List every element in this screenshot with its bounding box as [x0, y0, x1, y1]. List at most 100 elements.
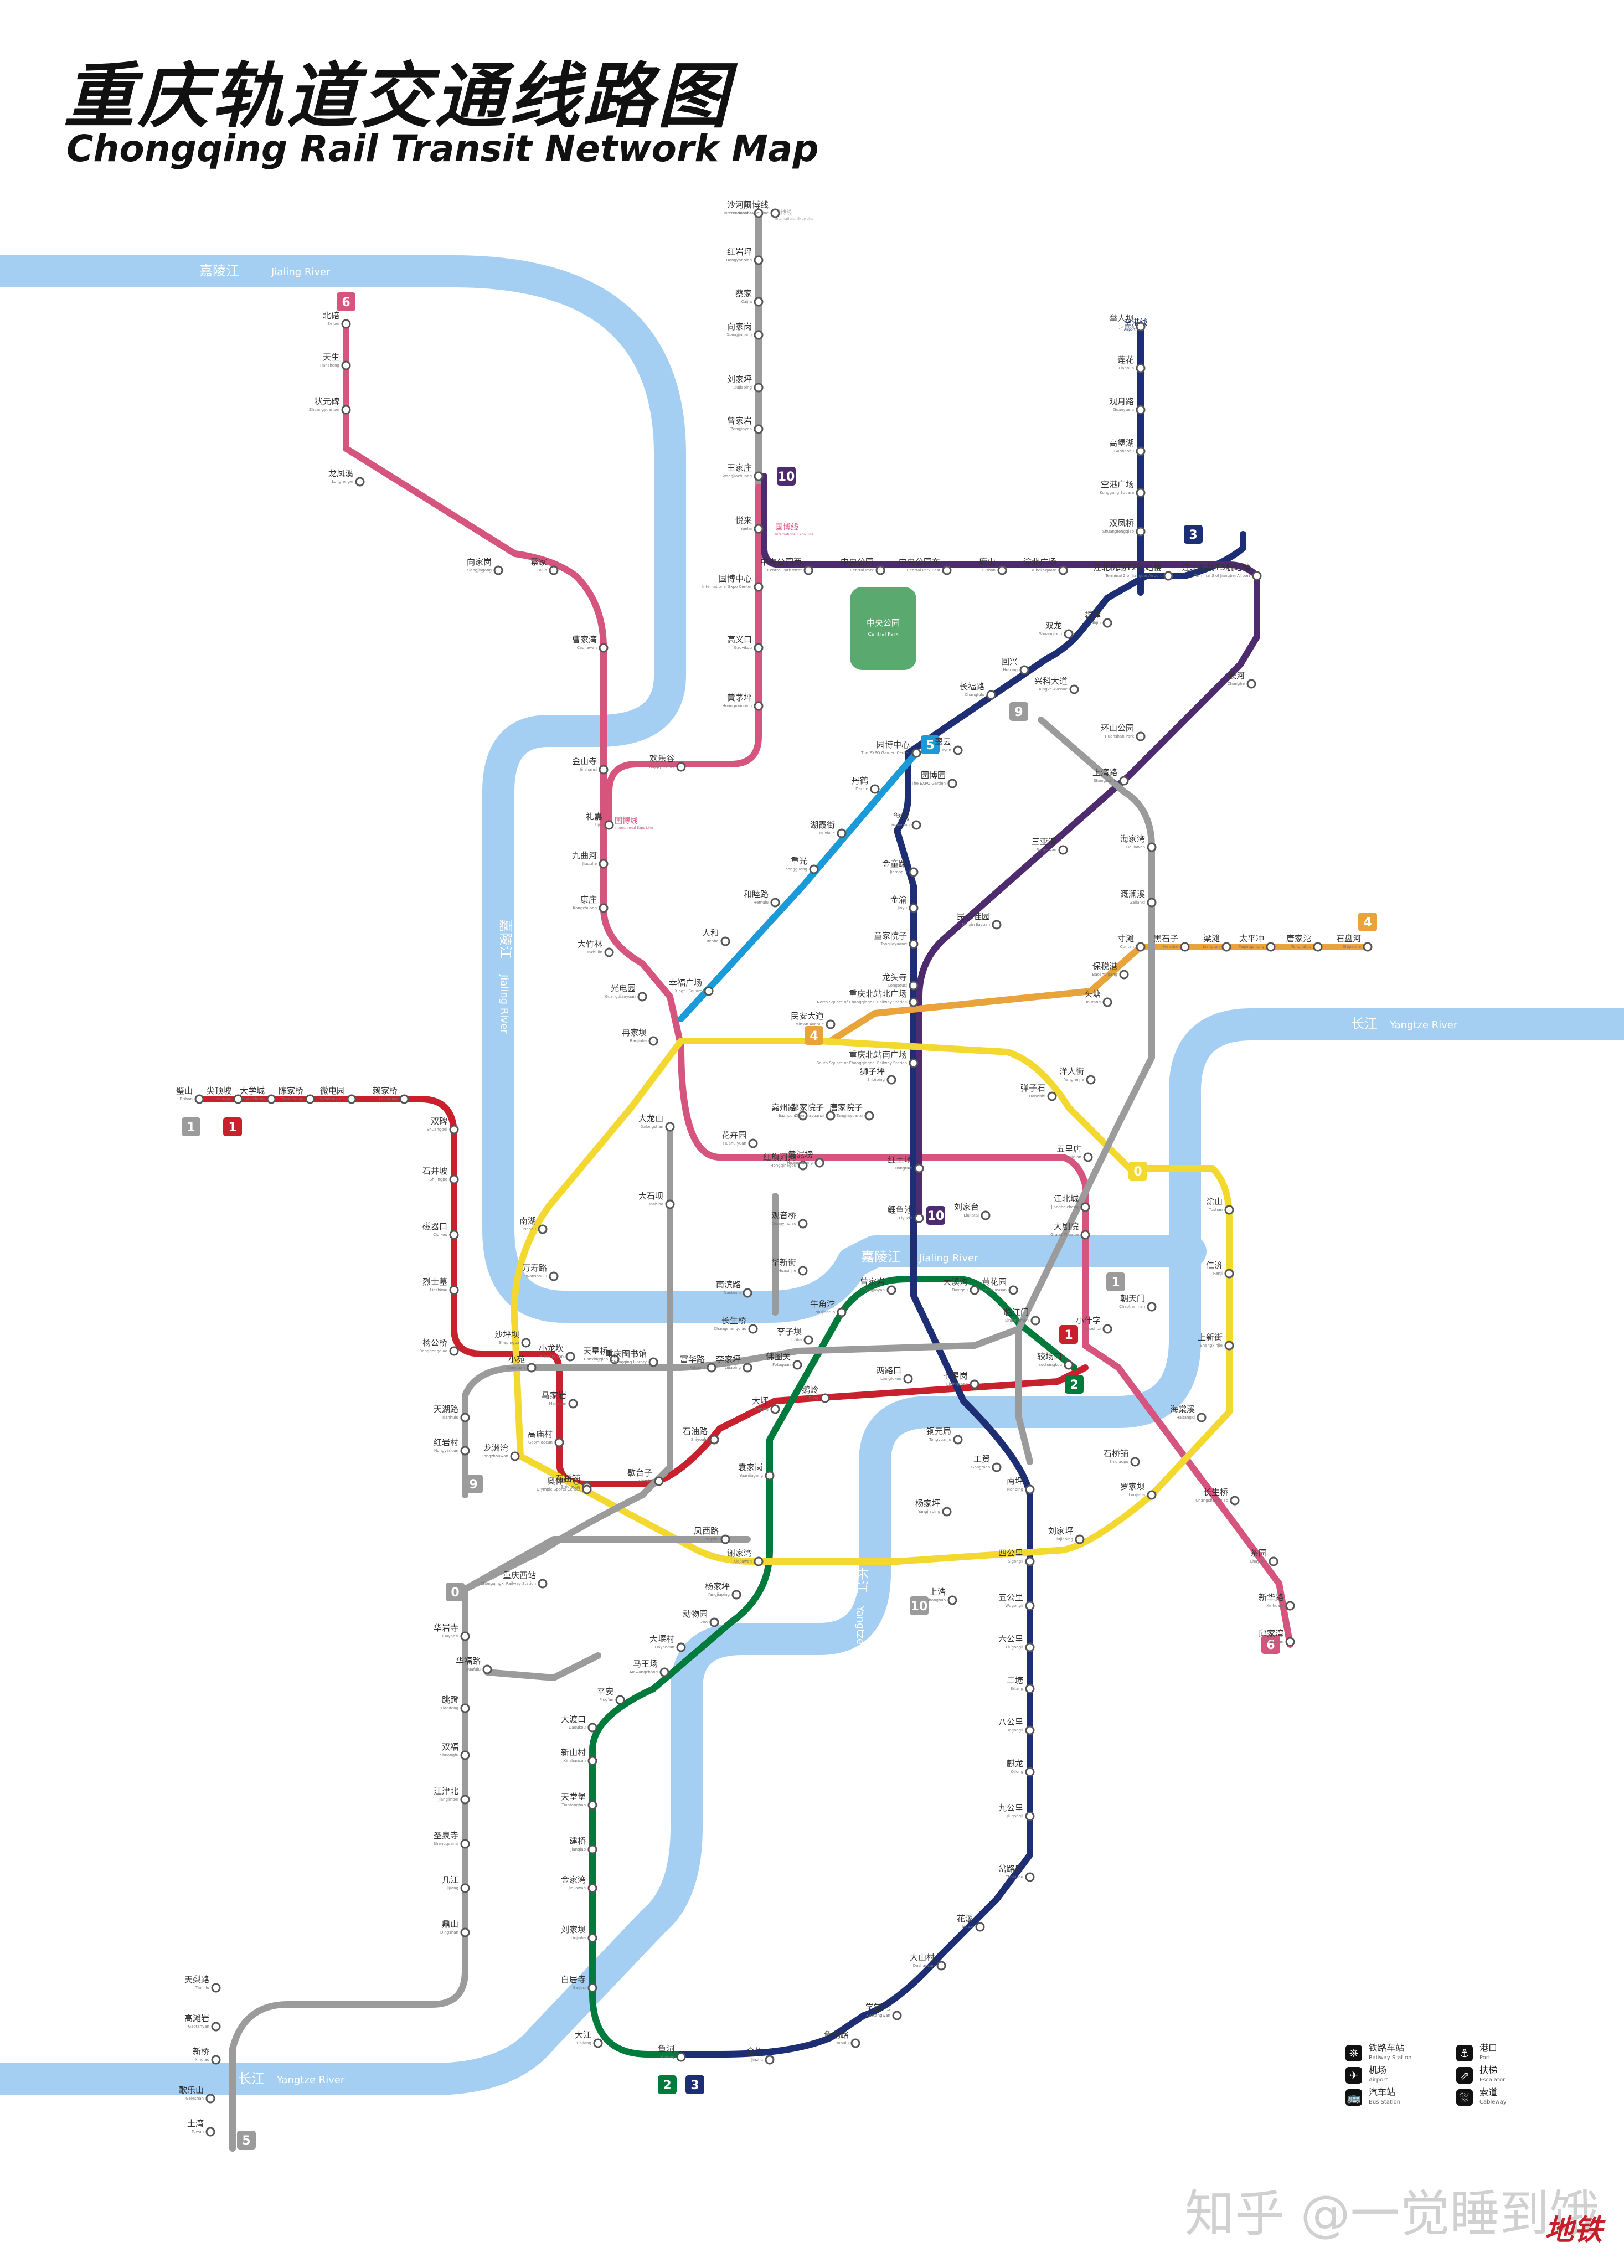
station[interactable]: 鸳鸯Yuanyang	[890, 812, 921, 830]
station[interactable]: 观音桥Guanyinqiao	[771, 1210, 808, 1229]
station[interactable]: 高堡湖Gaobaohu	[1109, 438, 1146, 456]
station[interactable]: 兴科大道Xingke Avenue	[1034, 676, 1079, 694]
station[interactable]: 空港广场Konggang Square	[1100, 480, 1146, 498]
station[interactable]: 谢家湾Xiejiawan	[727, 1548, 764, 1566]
station[interactable]: 学堂湾Xuetangwan	[865, 2002, 902, 2020]
station[interactable]: 江北机场T3航站楼Terminal 3 of Jiangbei Airport	[1182, 563, 1262, 581]
station[interactable]: 高庙村Gaomiaocun	[528, 1429, 564, 1447]
station[interactable]: 刘家台Liujiatai	[954, 1202, 991, 1220]
station[interactable]: 茶园Chayuan	[1250, 1548, 1278, 1566]
station[interactable]: 沙坪坝Shapingba	[494, 1329, 531, 1348]
station[interactable]: 回兴Huixing	[1001, 657, 1029, 675]
station[interactable]: 刘家坪Liujiaping	[1048, 1526, 1085, 1544]
station[interactable]: 金渝Jinyu	[890, 895, 919, 913]
station[interactable]: 重庆北站南广场South Square of Chongqingbei Rail…	[817, 1050, 919, 1068]
station[interactable]: 罗家坝Luojiaba	[1120, 1482, 1157, 1500]
station[interactable]: 唐家院子Tangjiayuanzi	[829, 1102, 874, 1121]
station[interactable]: 狮子坪Shiziping	[860, 1066, 896, 1085]
station[interactable]: 洋人街Yangrenjie	[1059, 1066, 1096, 1085]
station[interactable]: 曾家岩Zengjiayan	[860, 1277, 896, 1295]
station[interactable]: 双碑Shuangbei	[427, 1116, 459, 1135]
station[interactable]: 上湾路Shangwanlu	[1092, 767, 1129, 786]
station[interactable]: 红岩村Hongyancun	[434, 1437, 470, 1456]
station[interactable]: 石盘河Shipanhe	[1336, 934, 1373, 952]
station[interactable]: 鼎山Dingshan	[440, 1919, 470, 1937]
station[interactable]: 杨家坪Yangjiaping	[915, 1498, 952, 1517]
station[interactable]: 建桥Jianqiao	[569, 1836, 597, 1854]
station[interactable]: 重庆西站Chongqingxi Railway Station	[481, 1570, 548, 1589]
station[interactable]: 刘家坝Liujiaba	[561, 1925, 597, 1943]
station[interactable]: 鱼洞Yudong	[658, 2044, 686, 2062]
station[interactable]: 礼嘉Lijia	[586, 812, 614, 830]
station[interactable]: 黄泥塝Huangnibang	[787, 1150, 824, 1168]
station[interactable]: 李子坝Liziba	[777, 1327, 813, 1345]
station[interactable]: 唐家沱Tangjiatuo	[1286, 934, 1323, 952]
station[interactable]: 牛角沱Niujiaotuo	[810, 1299, 847, 1317]
station[interactable]: 石井坡Shijingpo	[422, 1166, 459, 1184]
station[interactable]: 渝北广场Yubei Square	[1023, 557, 1068, 575]
station[interactable]: 天堂堡Tiantangbao	[561, 1792, 597, 1810]
station[interactable]: 七星岗Qixinggang	[943, 1371, 979, 1389]
station[interactable]: 歌乐山Geleshan	[179, 2085, 215, 2104]
station[interactable]: 鱼胡路Yuhulu	[824, 2030, 860, 2048]
station[interactable]: 龙凤溪Longfengxi	[328, 468, 365, 487]
station[interactable]: 环山公园Huanshan Park	[1101, 723, 1146, 741]
station[interactable]: 悦来Yuelai	[735, 516, 764, 534]
station[interactable]: 天星桥Tianxingqiao	[582, 1346, 620, 1364]
station[interactable]: 动物园Zoo	[683, 1609, 719, 1627]
station[interactable]: 龙头寺Longtousi	[882, 972, 919, 991]
station[interactable]: 六公里Liugongli	[998, 1634, 1035, 1652]
station[interactable]: 杨公桥Yanggongqiao	[420, 1338, 459, 1356]
station[interactable]: 金竹Jinzhu	[746, 2047, 775, 2065]
station[interactable]: 向家岗Xiangjiagang	[466, 557, 503, 575]
station[interactable]: 大山村Dashancun	[910, 1952, 946, 1971]
station[interactable]: 袁家岗Yuanjiagang	[738, 1462, 775, 1481]
station[interactable]: 几江Jijiang	[442, 1875, 470, 1893]
station[interactable]: 太平冲Taipingchong	[1238, 934, 1276, 952]
station[interactable]: 红岩坪Hongyanping	[726, 247, 764, 265]
station[interactable]: 小苑Xiaoyuan	[507, 1354, 537, 1373]
station[interactable]: 大剧院Grand Theatre	[1050, 1221, 1090, 1240]
station[interactable]: 鲤鱼池Liyuchi	[888, 1205, 924, 1223]
station[interactable]: 两路口Lianglukou	[877, 1365, 913, 1384]
station[interactable]: 九公里Jiugongli	[998, 1803, 1035, 1821]
station[interactable]: 国博线International Expo Line	[724, 200, 780, 218]
station[interactable]: 曾家岩Zengjiayan	[727, 416, 764, 434]
station[interactable]: 红旗河沟Hongqihegou	[763, 1152, 808, 1171]
station[interactable]: 曹家湾Caojiawan	[572, 635, 609, 653]
station[interactable]: 高滩岩Gaotanyan	[184, 2013, 221, 2032]
station[interactable]: 弹子石Danzishi	[1020, 1083, 1057, 1101]
station[interactable]: 平安Ping'an	[597, 1687, 625, 1705]
station[interactable]: 五公里Wugongli	[998, 1592, 1035, 1611]
station[interactable]: 金童路Jintonglu	[882, 859, 919, 877]
station[interactable]: 岔路口Chalukou	[998, 1864, 1035, 1882]
station[interactable]: 大江Dajiang	[575, 2030, 603, 2048]
station[interactable]: 大龙山Dalongshan	[638, 1114, 675, 1132]
station[interactable]: 大竹林Dazhulin	[578, 939, 614, 957]
station[interactable]: 二塘Ertang	[1007, 1676, 1035, 1694]
station[interactable]: 南坪Nanping	[1007, 1476, 1035, 1494]
station[interactable]: 寸滩Cuntan	[1117, 934, 1146, 952]
station[interactable]: 江北机场T2航站楼Terminal 2 of Jiangbei Airport	[1093, 563, 1173, 581]
station[interactable]: 天梨路Tianlilu	[184, 1975, 221, 1993]
station[interactable]: 佛图关Fotuguan	[766, 1352, 802, 1370]
station[interactable]: 溉澜溪Gailanxi	[1120, 889, 1157, 908]
station[interactable]: 园博中心The EXPO Garden Center	[860, 740, 921, 758]
station[interactable]: 华新街Huaxinjie	[771, 1257, 808, 1276]
station[interactable]: 南滨路Nanbinlu	[716, 1280, 752, 1298]
station[interactable]: 碧津Bijin	[1084, 610, 1112, 628]
station[interactable]: 重庆北站北广场North Square of Chongqingbei Rail…	[817, 989, 919, 1007]
station[interactable]: 涂山Tushan	[1206, 1197, 1234, 1215]
station[interactable]: 新桥Xinqiao	[193, 2047, 221, 2065]
station[interactable]: 保税港Baoshuigang	[1092, 961, 1129, 980]
station[interactable]: 光电园Guangdianyuan	[605, 983, 647, 1002]
station[interactable]: 举人坝Jurenba	[1109, 313, 1146, 332]
station[interactable]: 马家岩Majiayan	[542, 1390, 578, 1409]
station[interactable]: 五里店Wulidian	[1056, 1144, 1093, 1162]
station[interactable]: 圣泉寺Shengquansi	[434, 1831, 470, 1849]
station[interactable]: 马王场Mawangchang	[630, 1659, 669, 1677]
station[interactable]: 八公里Bagongli	[998, 1717, 1035, 1735]
station[interactable]: 童家院子Tongjiayuanzi	[874, 931, 919, 949]
station[interactable]: 龙洲湾Longzhouwan	[482, 1443, 520, 1461]
station[interactable]: 高义口Gaoyikou	[727, 635, 764, 653]
